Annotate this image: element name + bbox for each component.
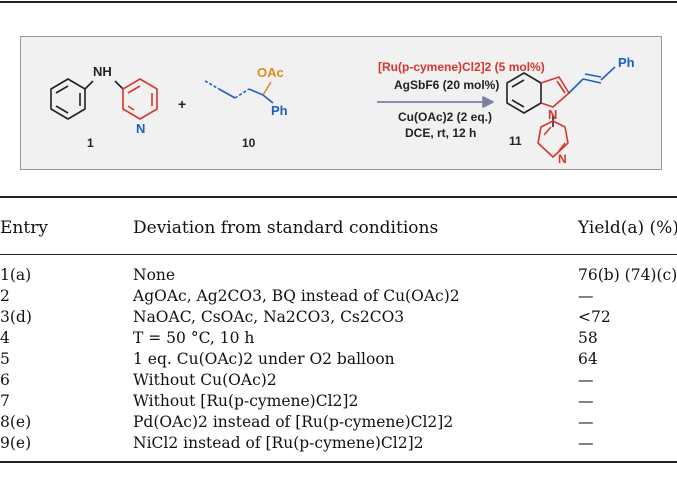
oxidant-text: Cu(OAc)2 (2 eq.) — [398, 110, 492, 124]
yield-cell: — — [578, 434, 594, 452]
yield-cell: — — [578, 392, 594, 410]
solvent-text: DCE, rt, 12 h — [405, 126, 476, 140]
entry-cell: 5 — [0, 350, 10, 368]
deviation-cell: Pd(OAc)2 instead of [Ru(p-cymene)Cl2]2 — [133, 413, 454, 431]
yield-cell: 58 — [578, 329, 598, 347]
header-bottom-rule — [0, 254, 677, 255]
phenyl-ring — [50, 78, 86, 120]
catalyst-text: [Ru(p-cymene)Cl2]2 (5 mol%) — [378, 60, 545, 74]
entry-cell: 7 — [0, 392, 10, 410]
table-row: 3(d) NaOAC, CsOAc, Na2CO3, Cs2CO3 <72 — [0, 308, 677, 329]
compound-1-label: 1 — [87, 136, 94, 150]
header-entry: Entry — [0, 218, 48, 238]
table-row: 5 1 eq. Cu(OAc)2 under O2 balloon 64 — [0, 350, 677, 371]
entry-cell: 3(d) — [0, 308, 32, 326]
deviation-cell: AgOAc, Ag2CO3, BQ instead of Cu(OAc)2 — [133, 287, 460, 305]
table-row: 8(e) Pd(OAc)2 instead of [Ru(p-cymene)Cl2… — [0, 413, 677, 434]
table-row: 9(e) NiCl2 instead of [Ru(p-cymene)Cl2]2 — — [0, 434, 677, 455]
plus-sign: + — [178, 96, 186, 112]
table-row: 7 Without [Ru(p-cymene)Cl2]2 — — [0, 392, 677, 413]
oac-label: OAc — [257, 65, 284, 80]
yield-cell: <72 — [578, 308, 611, 326]
reaction-scheme: NH N + OAc Ph 1 10 11 [Ru(p-cymene)Cl2]2… — [20, 36, 662, 170]
header-deviation: Deviation from standard conditions — [133, 218, 439, 238]
n-label-pyridyl: N — [558, 152, 567, 166]
pyridyl-ring — [537, 120, 569, 158]
compound-10-label: 10 — [242, 136, 256, 150]
entry-cell: 8(e) — [0, 413, 32, 431]
deviation-cell: Without [Ru(p-cymene)Cl2]2 — [133, 392, 359, 410]
deviation-cell: T = 50 °C, 10 h — [133, 329, 255, 347]
pyridine-ring — [122, 78, 158, 120]
deviation-cell: Without Cu(OAc)2 — [133, 371, 277, 389]
deviation-cell: 1 eq. Cu(OAc)2 under O2 balloon — [133, 350, 395, 368]
entry-cell: 2 — [0, 287, 10, 305]
table-row: 2 AgOAc, Ag2CO3, BQ instead of Cu(OAc)2 — — [0, 287, 677, 308]
additive-text: AgSbF6 (20 mol%) — [394, 78, 499, 92]
entry-cell: 4 — [0, 329, 10, 347]
n-label-product: N — [548, 107, 557, 122]
deviation-cell: None — [133, 266, 176, 284]
deviation-cell: NiCl2 instead of [Ru(p-cymene)Cl2]2 — [133, 434, 424, 452]
table-row: 6 Without Cu(OAc)2 — — [0, 371, 677, 392]
header-yield: Yield(a) (%) — [578, 218, 677, 238]
yield-cell: 64 — [578, 350, 598, 368]
table-row: 1(a) None 76(b) (74)(c) — [0, 266, 677, 287]
n-label-reactant: N — [136, 121, 145, 136]
ph-label-product: Ph — [618, 55, 635, 70]
top-rule — [0, 1, 677, 3]
yield-cell: — — [578, 413, 594, 431]
allene-terminal — [204, 80, 220, 90]
nh-label: NH — [93, 64, 112, 79]
yield-cell: 76(b) (74)(c) — [578, 266, 677, 284]
reaction-scheme-graphic: NH N + OAc Ph 1 10 11 [Ru(p-cymene)Cl2]2… — [50, 55, 635, 166]
yield-cell: — — [578, 287, 594, 305]
table-top-rule — [0, 196, 677, 198]
table-bottom-rule — [0, 461, 677, 463]
deviation-cell: NaOAC, CsOAc, Na2CO3, Cs2CO3 — [133, 308, 405, 326]
entry-cell: 9(e) — [0, 434, 32, 452]
table-row: 4 T = 50 °C, 10 h 58 — [0, 329, 677, 350]
yield-cell: — — [578, 371, 594, 389]
ph-label-reactant: Ph — [271, 103, 288, 118]
entry-cell: 1(a) — [0, 266, 32, 284]
entry-cell: 6 — [0, 371, 10, 389]
compound-11-label: 11 — [509, 134, 522, 148]
